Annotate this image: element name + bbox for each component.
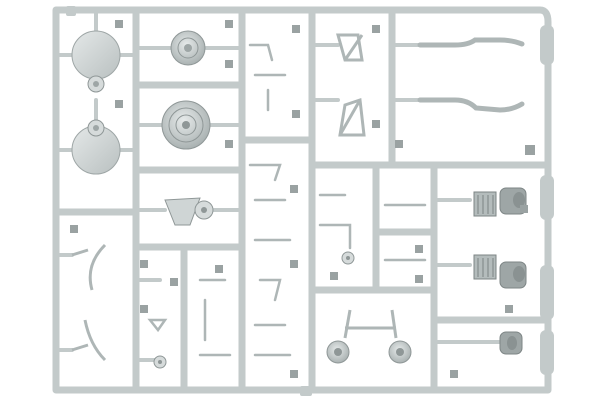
small-hub-part [153, 355, 167, 369]
gates [54, 8, 502, 362]
exhaust-pipe-bottom [417, 97, 525, 113]
cylinder-part [499, 331, 523, 355]
small-wheel-right [388, 340, 412, 364]
disc-part-top [71, 30, 121, 93]
radiator-part-top [473, 187, 527, 217]
large-wheel-part [161, 100, 211, 150]
small-wheel-part [170, 30, 206, 66]
drum-part [341, 251, 355, 265]
disc-part-bottom [71, 119, 121, 175]
wheel-struts [343, 309, 398, 339]
curved-bracket-bottom [71, 319, 107, 362]
part-number-tags [70, 20, 535, 378]
small-wheel-left [326, 340, 350, 364]
edge-clips [66, 6, 554, 396]
wedge-bracket-part [164, 197, 214, 226]
arm-parts [147, 43, 427, 357]
curved-bracket-top [71, 243, 107, 291]
linkage-frame-bottom [338, 97, 366, 137]
linkage-frame-top [336, 33, 364, 62]
radiator-part-bottom [473, 254, 527, 289]
exhaust-pipe-top [417, 37, 525, 48]
